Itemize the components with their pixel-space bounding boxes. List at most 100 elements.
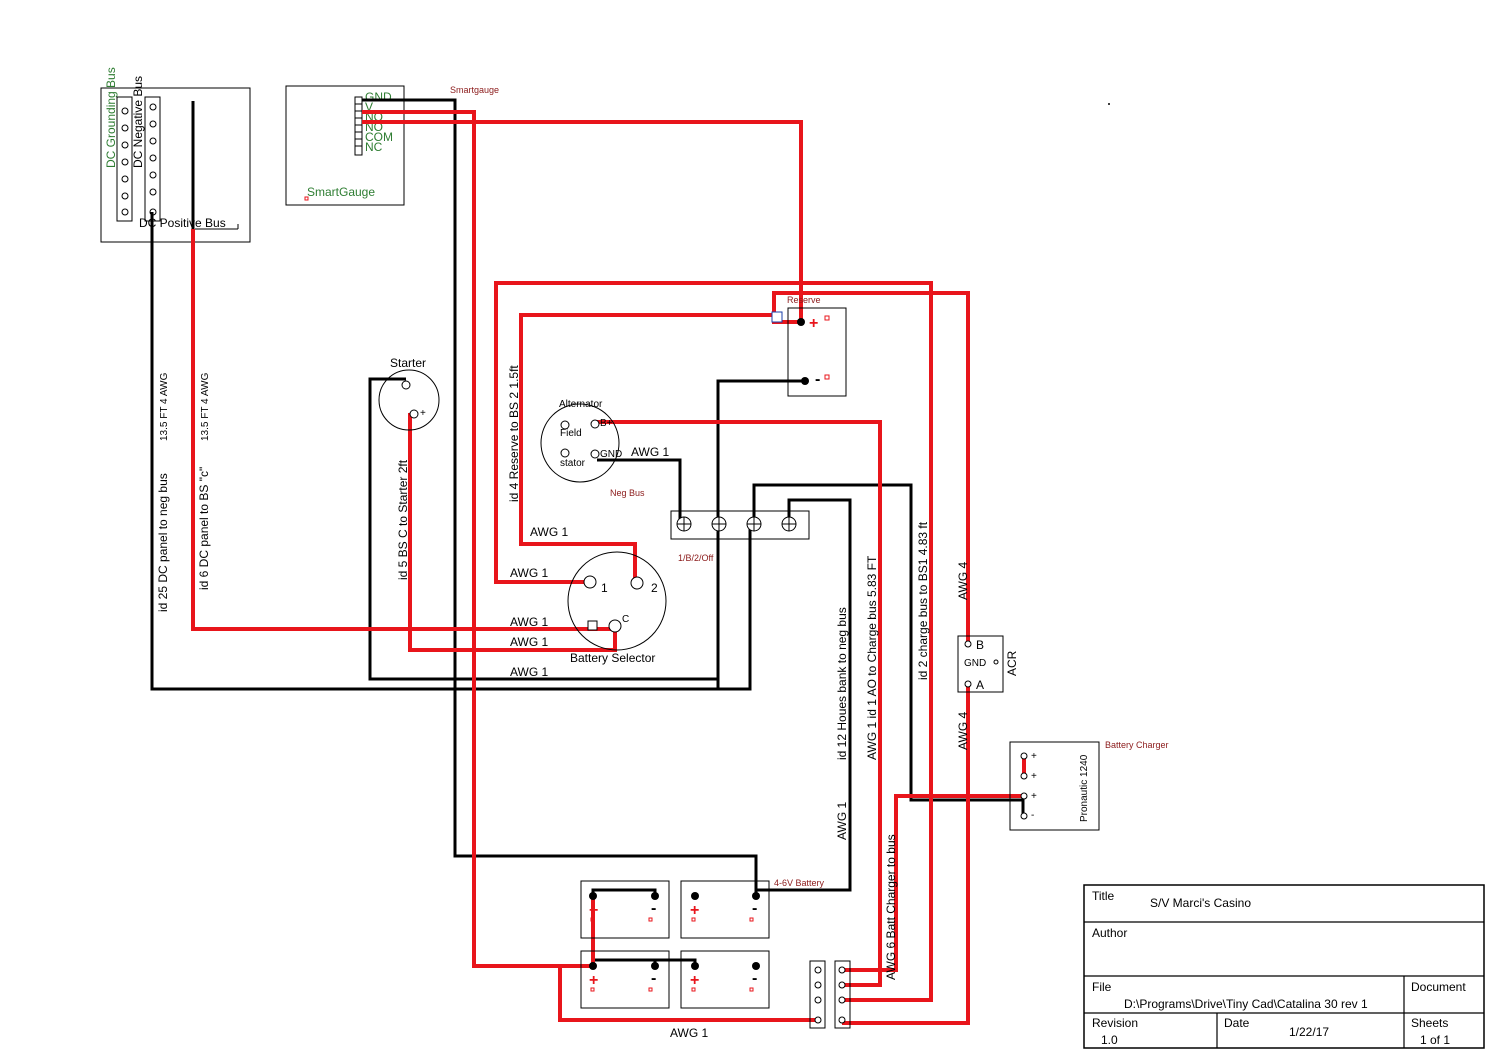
smartgauge-name: SmartGauge <box>307 185 375 199</box>
awg1-label-sel1: AWG 1 <box>510 566 549 580</box>
battery-2: + - <box>680 880 770 939</box>
charger-to-charge-bus <box>842 794 1023 972</box>
wire-id6-spec: 13.5 FT 4 AWG <box>200 372 211 441</box>
battery-bank-tag: 4-6V Battery <box>774 878 825 888</box>
awg1-label-neg: AWG 1 <box>510 665 549 679</box>
wire-id2-label: id 2 charge bus to BS1 4.83 ft <box>916 521 930 680</box>
charge-bus-to-selector-1 <box>494 281 933 1002</box>
alternator-stator: stator <box>560 458 586 469</box>
battery-1-plus: + <box>589 902 598 919</box>
battery-3-plus: + <box>589 972 598 989</box>
battery-4-plus: + <box>690 972 699 989</box>
author-label: Author <box>1092 926 1127 940</box>
date-value: 1/22/17 <box>1289 1025 1329 1039</box>
dc-panel: DC Grounding Bus DC Negative Bus DC Posi… <box>100 67 251 243</box>
reserve-minus: - <box>815 371 820 388</box>
document-label: Document <box>1411 980 1466 994</box>
dc-negative-bus-label: DC Negative Bus <box>131 76 145 168</box>
neg-bus-terminal-4 <box>781 516 797 532</box>
grounding-bus-terminals <box>121 107 129 216</box>
sheets-label: Sheets <box>1411 1016 1448 1030</box>
title-label: Title <box>1092 889 1115 903</box>
smartgauge-gnd-to-battery-neg <box>362 98 758 896</box>
file-value: D:\Programs\Drive\Tiny Cad\Catalina 30 r… <box>1124 997 1368 1011</box>
starter-label: Starter <box>390 356 426 370</box>
awg1-label-battery: AWG 1 <box>670 1026 709 1040</box>
revision-value: 1.0 <box>1101 1033 1118 1047</box>
reserve-pos-to-acr <box>772 291 970 642</box>
battery-3-minus: - <box>651 970 656 987</box>
charge-bus <box>809 960 851 1029</box>
acr-gnd: GND <box>964 658 986 669</box>
house-battery-bank: 4-6V Battery + - + - + - + - <box>580 878 825 1040</box>
wire-id6-label: id 6 DC panel to BS "c" <box>197 467 211 590</box>
sheets-value: 1 of 1 <box>1420 1033 1450 1047</box>
alternator-gnd-to-neg-bus <box>597 458 682 524</box>
reserve-neg-to-neg-bus <box>716 379 805 689</box>
acr-a-to-charge-bus <box>842 684 970 1025</box>
revision-label: Revision <box>1092 1016 1138 1030</box>
starter-plus: + <box>420 408 426 419</box>
neg-bus: Neg Bus 1/B/2/Off <box>610 488 810 563</box>
alternator-field: Field <box>560 428 582 439</box>
wire-id12-label: id 12 Houes bank to neg bus <box>835 607 849 760</box>
alternator-awg-label: AWG 1 <box>631 445 670 459</box>
wire-awg6-label: AWG 6 Batt Charger to bus <box>884 834 898 980</box>
dc-neg-to-neg-bus <box>150 212 752 691</box>
negative-bus-terminals <box>149 103 157 216</box>
alternator-plus: B+ <box>600 418 613 429</box>
wire-awg1-vertical: AWG 1 <box>835 801 849 840</box>
file-label: File <box>1092 980 1112 994</box>
battery-jumper-3 <box>653 958 697 965</box>
reserve-tag: Reserve <box>787 295 821 305</box>
battery-1-minus: - <box>651 900 656 917</box>
neg-bus-terminal-3 <box>746 516 762 532</box>
battery-2-minus: - <box>752 900 757 917</box>
neg-bus-to-acr-gnd <box>752 483 1025 814</box>
wire-id5-label: id 5 BS C to Starter 2ft <box>396 459 410 580</box>
alternator-label: Alternator <box>559 399 603 410</box>
battery-to-charge-bus <box>558 964 815 1022</box>
battery-charger: Battery Charger + + + - Pronautic 1240 <box>1009 740 1169 831</box>
reserve-to-selector-2 <box>519 313 778 583</box>
title-value: S/V Marci's Casino <box>1150 896 1251 910</box>
battery-3: + - <box>580 950 670 1009</box>
switch-positions-tag: 1/B/2/Off <box>678 553 714 563</box>
reserve-plus: + <box>809 315 818 332</box>
battery-4: + - <box>680 950 770 1009</box>
red-wires <box>191 110 1026 1025</box>
smartgauge-pin-nc: NC <box>365 140 383 154</box>
battery-charger-tag: Battery Charger <box>1105 740 1169 750</box>
selector-c: C <box>622 614 629 625</box>
awg4-label-top: AWG 4 <box>956 561 970 600</box>
neg-bus-tag: Neg Bus <box>610 488 645 498</box>
alternator: Alternator Field B+ stator GND AWG 1 <box>540 399 670 483</box>
smartgauge-pin-v: V <box>365 100 373 114</box>
awg1-label-dcpanel: AWG 1 <box>510 615 549 629</box>
battery-selector: 1 2 C Battery Selector <box>567 551 667 665</box>
smartgauge: GND V NO NO COM NC SmartGauge Smartgauge <box>285 85 499 206</box>
battery-selector-label: Battery Selector <box>570 651 655 665</box>
dc-panel-to-selector-c <box>191 229 615 631</box>
smartgauge-pin-com: COM <box>365 130 393 144</box>
battery-4-minus: - <box>752 970 757 987</box>
charger-term-3: + <box>1031 791 1037 802</box>
wire-id25-spec: 13.5 FT 4 AWG <box>159 372 170 441</box>
smartgauge-v-to-reserve <box>362 120 803 322</box>
wire-id1-label: AWG 1 id 1 AO to Charge bus 5.83 FT <box>865 555 879 760</box>
title-block: Title S/V Marci's Casino Author File D:\… <box>1083 884 1485 1049</box>
starter: Starter + <box>378 356 440 431</box>
battery-jumper-2 <box>591 958 657 965</box>
acr-a: A <box>976 678 984 692</box>
neg-bus-terminal-2 <box>711 516 727 532</box>
reserve-battery: Reserve + - <box>771 295 847 397</box>
neg-bus-terminal-1 <box>676 516 692 532</box>
awg1-label-starter: AWG 1 <box>510 635 549 649</box>
dc-positive-bus-label: DC Positive Bus <box>139 216 226 230</box>
smartgauge-to-battery-pos <box>362 110 593 968</box>
battery-2-plus: + <box>690 902 699 919</box>
acr-b: B <box>976 638 984 652</box>
selector-1: 1 <box>601 581 608 595</box>
battery-jumper-1 <box>591 888 657 896</box>
